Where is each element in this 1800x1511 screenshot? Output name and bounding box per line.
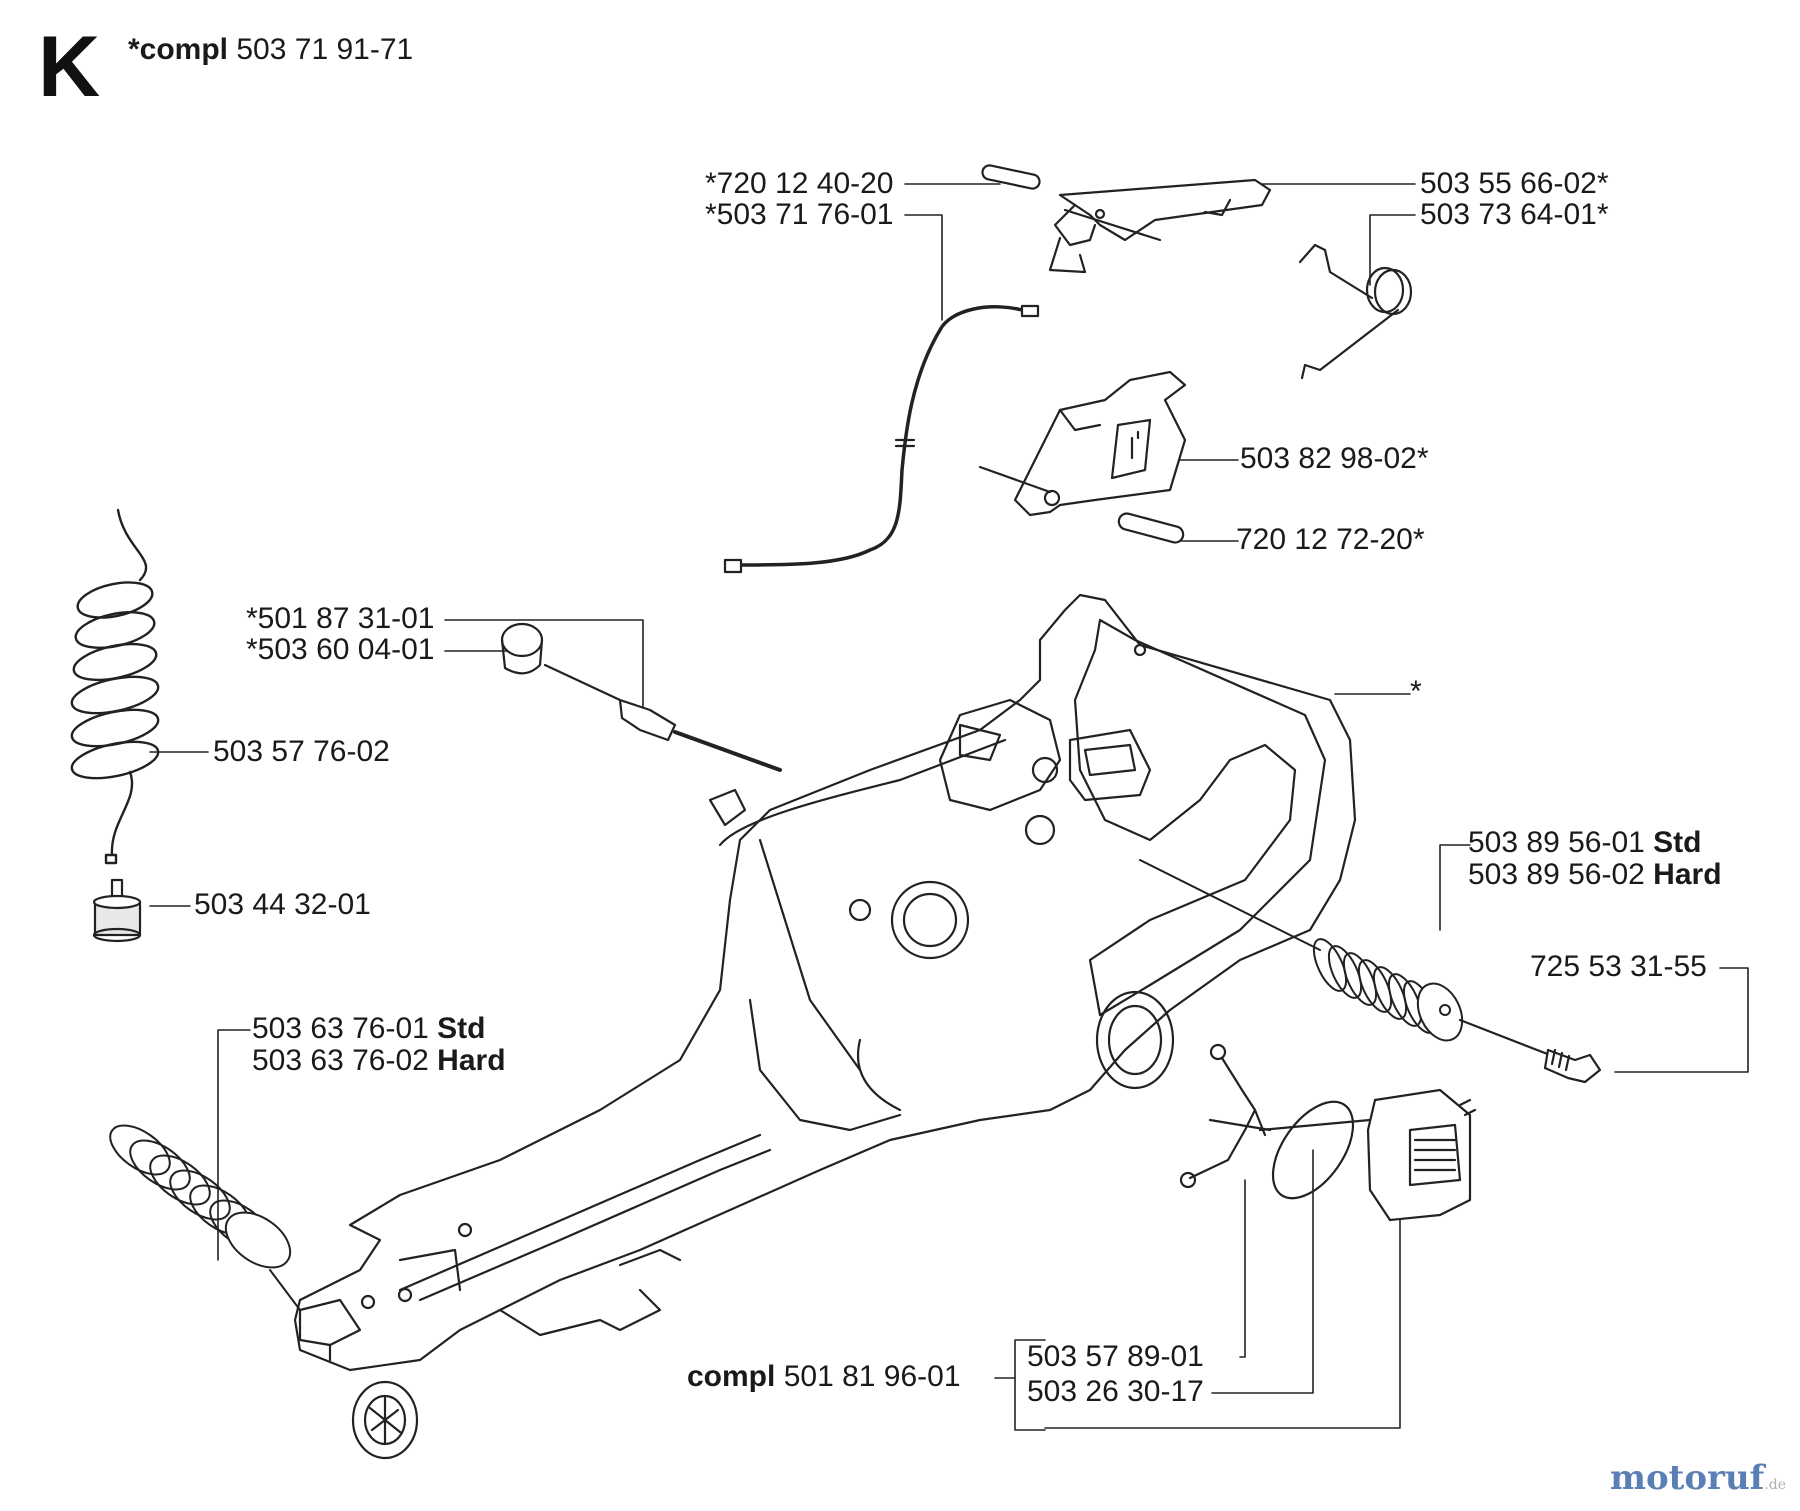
assembly-header-prefix: *compl [128,33,229,66]
rear-av-spring-part [109,1124,301,1311]
callout-503-89-56-01: 503 89 56-01 Std [1468,827,1702,859]
throttle-lockout-part [981,164,1272,274]
callout-503-55-66-02: 503 55 66-02* [1420,167,1609,200]
fuel-tank-handle-housing [293,593,1357,1372]
screw-part [1458,1018,1602,1084]
callout-503-63-76-01: 503 63 76-01 Std [252,1013,486,1045]
fuel-filter-part [92,878,142,943]
watermark-tld: .de [1764,1477,1786,1493]
return-spring-part [1298,243,1413,380]
callout-suffix: Hard [437,1044,506,1077]
rod-part [543,663,782,772]
callout-number: 501 81 96-01 [783,1360,961,1393]
callout-number: 503 89 56-02 [1468,858,1645,891]
callout-compl-501-81-96-01: compl 501 81 96-01 [687,1361,961,1393]
callout-prefix: compl [687,1360,776,1393]
callout-503-73-64-01: 503 73 64-01* [1420,198,1609,231]
front-av-spring-part [1139,859,1464,1042]
assembly-header-number: 503 71 91-71 [236,33,414,66]
callout-503-57-76-02: 503 57 76-02 [213,735,390,768]
callout-503-82-98-02: 503 82 98-02* [1240,442,1429,475]
callout-number: 503 63 76-01 [252,1012,429,1045]
callout-number: 503 63 76-02 [252,1044,429,1077]
callout-503-57-89-01: 503 57 89-01 [1027,1340,1204,1373]
rear-mount-part [298,1298,419,1460]
callout-503-44-32-01: 503 44 32-01 [194,888,371,921]
callout-503-63-76-02: 503 63 76-02 Hard [252,1045,506,1077]
callout-720-12-40-20: *720 12 40-20 [705,167,894,200]
callout-720-12-72-20: 720 12 72-20* [1236,523,1425,556]
tank-cap-assembly [1179,1043,1477,1222]
callout-503-26-30-17: 503 26 30-17 [1027,1375,1204,1408]
leader-lines [149,183,1749,1431]
callout-number: 503 89 56-01 [1468,826,1645,859]
throttle-trigger-part [978,370,1187,544]
section-letter: K [38,19,101,115]
fuel-hose-part [70,508,160,865]
callout-suffix: Std [1653,826,1702,859]
plug-cap-part [500,622,544,675]
callout-503-89-56-02: 503 89 56-02 Hard [1468,859,1722,891]
throttle-cable-part [723,304,1040,574]
callout-asterisk: * [1410,675,1422,708]
callout-503-71-76-01: *503 71 76-01 [705,198,894,231]
callout-503-60-04-01: *503 60 04-01 [246,633,435,666]
callout-suffix: Hard [1653,858,1722,891]
watermark-logo: motoruf.de [1610,1458,1786,1505]
callout-725-53-31-55: 725 53 31-55 [1530,950,1707,983]
callout-501-87-31-01: *501 87 31-01 [246,602,435,635]
watermark-brand: motoruf [1610,1458,1765,1498]
callout-suffix: Std [437,1012,486,1045]
assembly-header: *compl 503 71 91-71 [128,34,413,66]
